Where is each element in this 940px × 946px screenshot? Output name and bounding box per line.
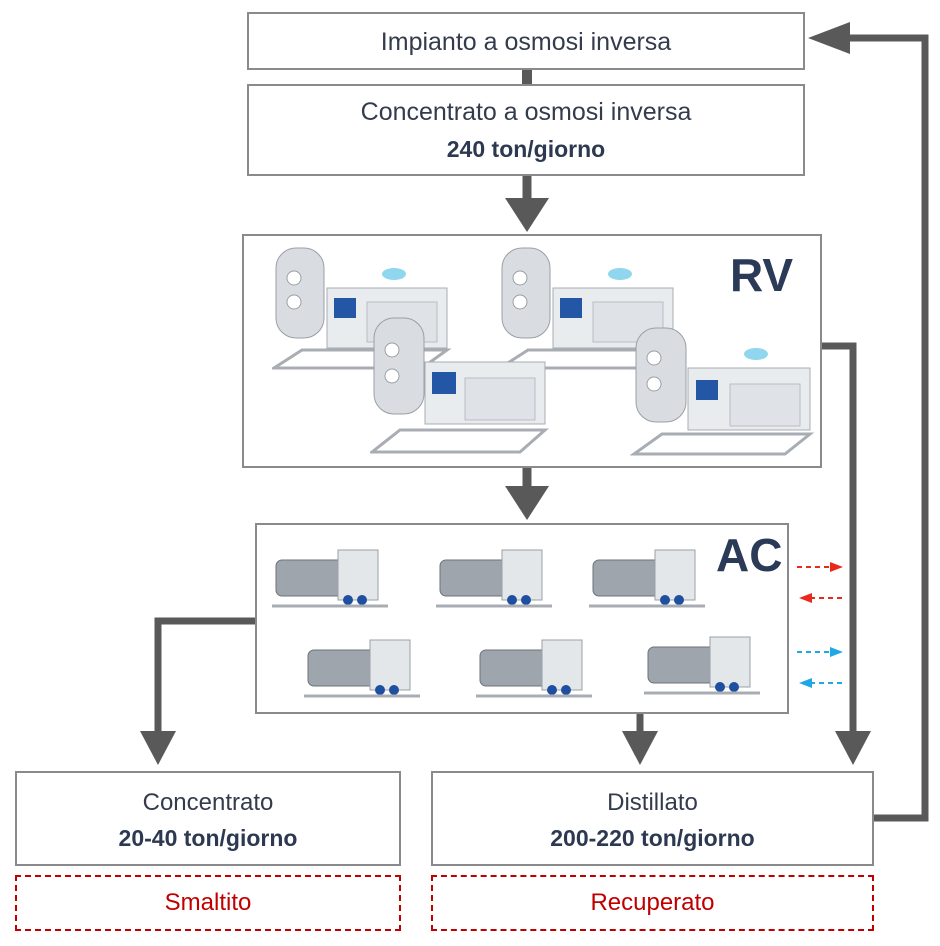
cold-water-in-arrow bbox=[797, 647, 843, 657]
ac-unit-5 bbox=[476, 639, 592, 698]
rv-label: RV bbox=[730, 249, 794, 301]
distillate-value: 200-220 ton/giorno bbox=[550, 825, 755, 851]
ro-plant-label: Impianto a osmosi inversa bbox=[380, 28, 672, 56]
arrow-return-to-ro-plant bbox=[808, 22, 850, 54]
arrow-to-ac bbox=[505, 486, 549, 520]
ac-unit-1 bbox=[272, 549, 388, 608]
line-distillate-return bbox=[848, 34, 929, 822]
arrow-ac-to-distillate bbox=[622, 731, 658, 765]
distillate-status: Recuperato bbox=[590, 889, 715, 916]
ro-concentrate-label: Concentrato a osmosi inversa bbox=[360, 98, 692, 126]
distillate-label: Distillato bbox=[607, 789, 698, 816]
ac-label: AC bbox=[716, 529, 783, 581]
hot-water-in-arrow bbox=[797, 562, 843, 572]
ac-unit-6 bbox=[644, 636, 760, 695]
line-rv-to-distillate bbox=[822, 342, 857, 735]
hot-water-out-arrow bbox=[799, 593, 845, 603]
ro-concentrate-box: Concentrato a osmosi inversa 240 ton/gio… bbox=[247, 84, 805, 176]
concentrate-value: 20-40 ton/giorno bbox=[118, 825, 298, 851]
ac-unit-3 bbox=[589, 549, 705, 608]
ro-concentrate-value: 240 ton/giorno bbox=[446, 136, 606, 162]
arrow-to-concentrate bbox=[140, 731, 176, 765]
ac-unit-2 bbox=[436, 549, 552, 608]
distillate-box: Distillato 200-220 ton/giorno bbox=[431, 771, 874, 866]
concentrate-label: Concentrato bbox=[142, 789, 274, 816]
arrow-rv-to-distillate bbox=[835, 731, 871, 765]
ro-plant-box: Impianto a osmosi inversa bbox=[247, 12, 805, 70]
distillate-status-box: Recuperato bbox=[431, 875, 874, 931]
ac-unit-4 bbox=[304, 639, 420, 698]
rv-evaporator-unit-4 bbox=[630, 327, 815, 456]
line-ac-to-concentrate bbox=[154, 617, 258, 735]
concentrate-status-box: Smaltito bbox=[15, 875, 401, 931]
concentrate-box: Concentrato 20-40 ton/giorno bbox=[15, 771, 401, 866]
arrow-to-rv bbox=[505, 198, 549, 232]
concentrate-status: Smaltito bbox=[164, 889, 252, 916]
cold-water-out-arrow bbox=[799, 678, 845, 688]
rv-evaporator-unit-3 bbox=[370, 317, 549, 454]
